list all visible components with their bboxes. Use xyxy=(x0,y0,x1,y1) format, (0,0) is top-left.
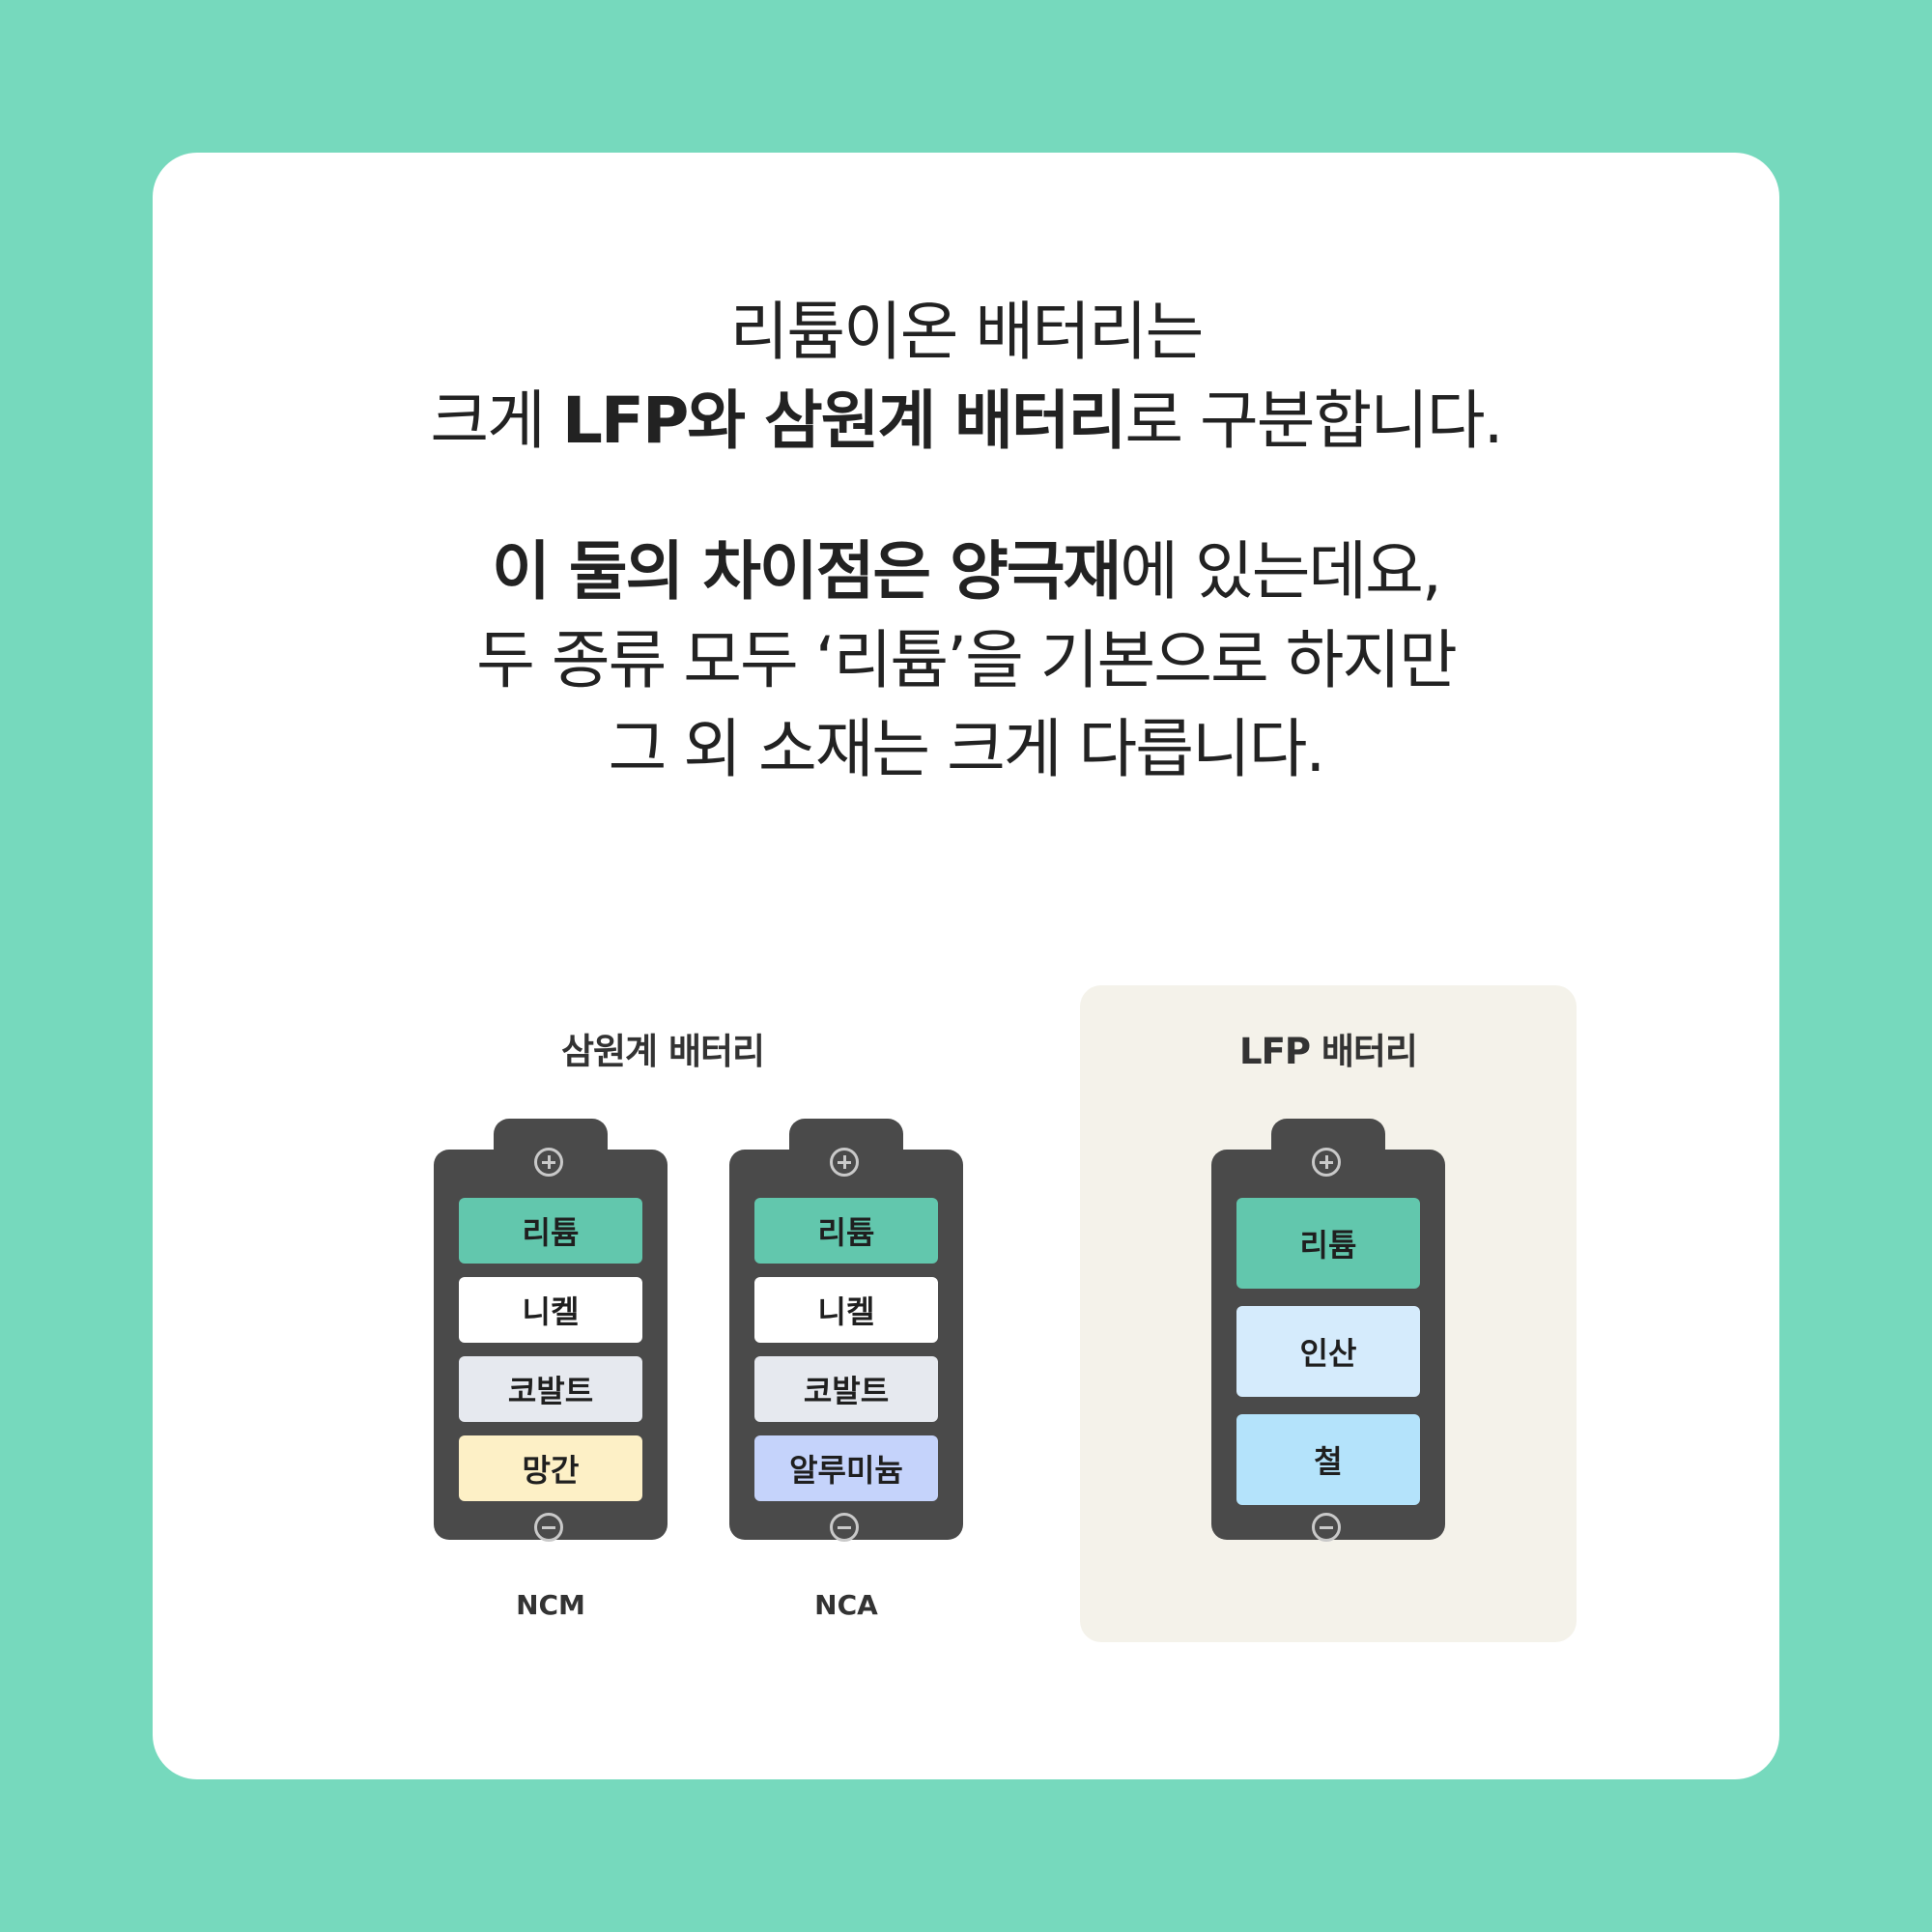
headline-line-3: 이 둘의 차이점은 양극재에 있는데요, xyxy=(153,527,1779,616)
layer-cobalt: 코발트 xyxy=(754,1356,938,1422)
plus-circle-icon xyxy=(830,1148,859,1177)
layer-lithium: 리튬 xyxy=(459,1198,642,1264)
headline-line-5: 그 외 소재는 크게 다릅니다. xyxy=(608,712,1326,786)
model-label-ncm: NCM xyxy=(516,1589,585,1621)
plus-circle-icon xyxy=(534,1148,563,1177)
headline-line-2-post: 로 구분합니다. xyxy=(1124,384,1503,458)
layer-lithium: 리튬 xyxy=(1236,1198,1420,1289)
layer-iron: 철 xyxy=(1236,1414,1420,1505)
headline-line-2: 크게 LFP와 삼원계 배터리로 구분합니다. xyxy=(153,377,1779,466)
headline-intro: 리튬이온 배터리는 크게 LFP와 삼원계 배터리로 구분합니다. xyxy=(153,288,1779,466)
headline-line-2-pre: 크게 xyxy=(430,384,562,458)
headline-difference: 이 둘의 차이점은 양극재에 있는데요, 두 종류 모두 ‘리튬’을 기본으로 … xyxy=(153,527,1779,794)
minus-circle-icon xyxy=(1312,1513,1341,1542)
headline-line-3-bold: 이 둘의 차이점은 양극재 xyxy=(492,534,1122,609)
layer-nickel: 니켈 xyxy=(754,1277,938,1343)
headline-line-3-post: 에 있는데요, xyxy=(1120,534,1442,609)
plus-circle-icon xyxy=(1312,1148,1341,1177)
headline-line-2-bold: LFP와 삼원계 배터리 xyxy=(561,384,1127,458)
layer-cobalt: 코발트 xyxy=(459,1356,642,1422)
headline-line-1: 리튬이온 배터리는 xyxy=(729,295,1205,369)
layer-lithium: 리튬 xyxy=(754,1198,938,1264)
minus-circle-icon xyxy=(534,1513,563,1542)
layer-nickel: 니켈 xyxy=(459,1277,642,1343)
content-card: 리튬이온 배터리는 크게 LFP와 삼원계 배터리로 구분합니다. 이 둘의 차… xyxy=(153,153,1779,1779)
battery-nca: 리튬 니켈 코발트 알루미늄 xyxy=(729,1119,963,1542)
battery-ncm: 리튬 니켈 코발트 망간 xyxy=(434,1119,668,1542)
model-label-nca: NCA xyxy=(814,1589,878,1621)
layer-phosphate: 인산 xyxy=(1236,1306,1420,1397)
layer-manganese: 망간 xyxy=(459,1435,642,1501)
battery-lfp: 리튬 인산 철 xyxy=(1211,1119,1445,1542)
headline-line-4: 두 종류 모두 ‘리튬’을 기본으로 하지만 xyxy=(476,623,1458,697)
minus-circle-icon xyxy=(830,1513,859,1542)
ternary-battery-title: 삼원계 배터리 xyxy=(560,1031,765,1072)
layer-aluminum: 알루미늄 xyxy=(754,1435,938,1501)
lfp-battery-title: LFP 배터리 xyxy=(1239,1031,1418,1072)
